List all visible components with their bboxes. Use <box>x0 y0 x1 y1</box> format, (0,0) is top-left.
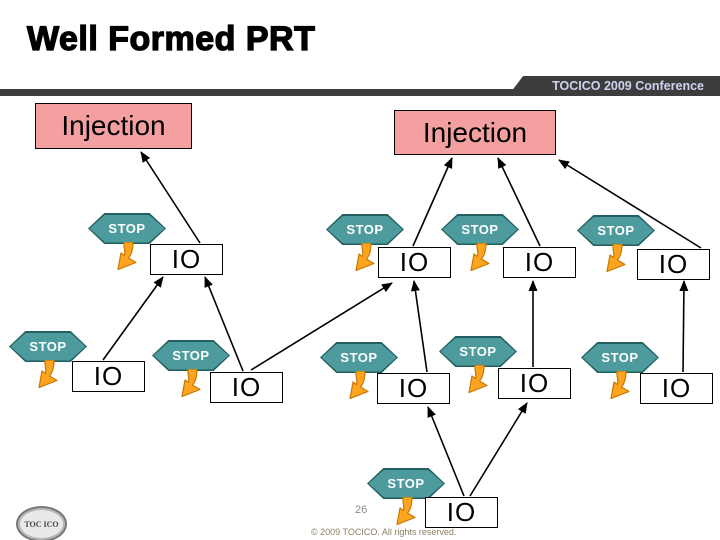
io-label: IO <box>171 244 202 274</box>
conference-badge-label: TOCICO 2009 Conference <box>552 79 704 93</box>
curved-down-arrow-icon <box>396 497 416 525</box>
io-box: IO <box>640 373 713 404</box>
io-box: IO <box>498 368 571 399</box>
stop-shape: STOP <box>9 331 87 362</box>
stop-label: STOP <box>601 350 639 365</box>
connector-arrow <box>679 280 689 373</box>
io-label: IO <box>446 497 477 527</box>
connector-arrow <box>497 157 541 247</box>
stop-label: STOP <box>461 222 499 237</box>
io-label: IO <box>658 249 689 279</box>
slide-title: Well Formed PRT <box>26 19 316 58</box>
stop-label: STOP <box>346 222 384 237</box>
curved-down-arrow-icon <box>181 369 201 397</box>
io-box: IO <box>377 373 450 404</box>
curved-down-arrow-icon <box>117 242 137 270</box>
io-box: IO <box>150 244 223 275</box>
stop-shape: STOP <box>326 214 404 245</box>
stop-shape: STOP <box>88 213 166 244</box>
stop-shape: STOP <box>441 214 519 245</box>
io-label: IO <box>231 372 262 402</box>
stop-shape: STOP <box>367 468 445 499</box>
copyright-text: © 2009 TOCICO. All rights reserved. <box>311 527 457 537</box>
connector-arrow <box>427 406 465 497</box>
curved-down-arrow-icon <box>38 360 58 388</box>
curved-down-arrow-icon <box>610 371 630 399</box>
stop-shape: STOP <box>320 342 398 373</box>
connector-arrow <box>140 151 201 244</box>
stop-shape: STOP <box>152 340 230 371</box>
curved-down-arrow-icon <box>355 243 375 271</box>
io-box: IO <box>425 497 498 528</box>
curved-down-arrow-icon <box>468 365 488 393</box>
curved-down-arrow-icon <box>470 243 490 271</box>
connector-arrow <box>410 280 428 373</box>
injection-label: Injection <box>422 116 528 148</box>
stop-label: STOP <box>108 221 146 236</box>
io-label: IO <box>519 368 550 398</box>
conference-badge: TOCICO 2009 Conference <box>507 76 720 96</box>
injection-box: Injection <box>35 103 192 149</box>
stop-label: STOP <box>29 339 67 354</box>
injection-label: Injection <box>61 110 166 141</box>
connector-arrow <box>469 402 528 497</box>
stop-label: STOP <box>597 223 635 238</box>
connector-arrow <box>250 282 393 371</box>
header-bar <box>0 89 720 96</box>
stop-label: STOP <box>340 350 378 365</box>
connector-arrow <box>412 157 453 247</box>
io-box: IO <box>72 361 145 392</box>
connector-arrow <box>558 159 702 249</box>
stop-shape: STOP <box>581 342 659 373</box>
io-box: IO <box>637 249 710 280</box>
curved-down-arrow-icon <box>606 244 626 272</box>
io-label: IO <box>661 373 692 403</box>
io-label: IO <box>93 361 124 391</box>
stop-label: STOP <box>172 348 210 363</box>
connector-arrow <box>204 276 244 372</box>
tocico-logo-text: TOC ICO <box>24 519 59 529</box>
injection-box: Injection <box>394 110 556 155</box>
stop-label: STOP <box>459 344 497 359</box>
io-box: IO <box>503 247 576 278</box>
tocico-logo: TOC ICO <box>16 506 67 540</box>
stop-shape: STOP <box>439 336 517 367</box>
io-label: IO <box>524 247 555 277</box>
curved-down-arrow-icon <box>349 371 369 399</box>
io-label: IO <box>399 247 430 277</box>
page-number: 26 <box>355 504 368 516</box>
connector-arrow <box>102 276 164 361</box>
io-label: IO <box>398 373 429 403</box>
io-box: IO <box>210 372 283 403</box>
io-box: IO <box>378 247 451 278</box>
stop-shape: STOP <box>577 215 655 246</box>
stop-label: STOP <box>387 476 425 491</box>
